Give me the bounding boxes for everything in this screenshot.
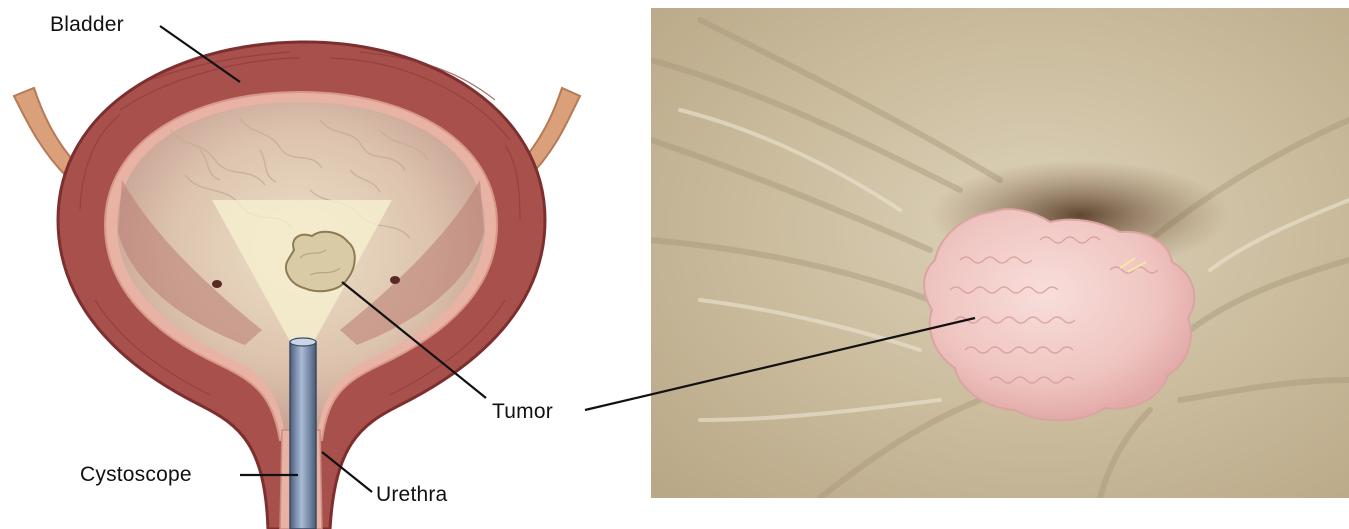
urethra-label: Urethra	[376, 483, 447, 507]
cystoscope-tip	[290, 338, 316, 346]
tumor-illustration	[286, 232, 355, 291]
bladder-label: Bladder	[50, 13, 124, 37]
tumor-label: Tumor	[492, 400, 553, 424]
cystoscope-label: Cystoscope	[80, 463, 192, 487]
left-ureteral-orifice	[212, 280, 222, 288]
cystoscopy-photo	[651, 8, 1349, 498]
bladder-illustration	[14, 42, 580, 529]
cystoscope-shaft	[290, 342, 316, 529]
right-ureteral-orifice	[390, 276, 400, 284]
